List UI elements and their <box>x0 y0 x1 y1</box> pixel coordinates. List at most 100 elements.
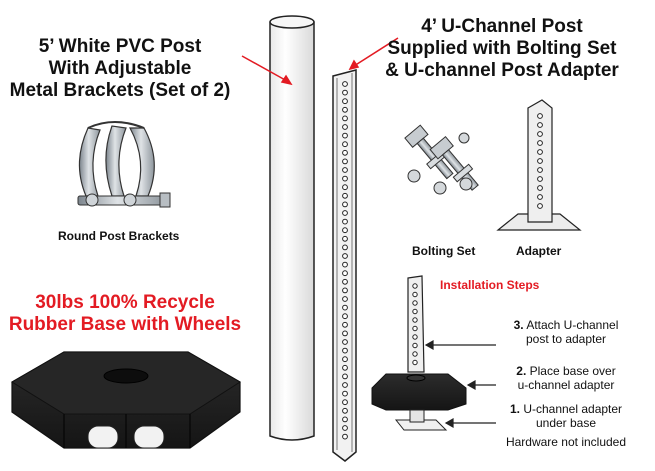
adapter-hole <box>537 185 543 191</box>
rubber-base-title-line2: Rubber Base with Wheels <box>8 314 242 335</box>
u-channel-post-hole <box>342 296 348 302</box>
adapter-hole <box>537 203 543 209</box>
u-channel-post-hole <box>342 330 348 337</box>
u-channel-post-hole <box>342 347 348 354</box>
u-channel-title-line3: & U-channel Post Adapter <box>385 60 619 81</box>
u-channel-post-hole <box>342 81 348 87</box>
adapter-hole <box>537 176 543 182</box>
step-3: 3. Attach U-channel post to adapter <box>496 318 636 346</box>
u-channel-post-hole <box>342 210 348 216</box>
rubber-base-title-line1: 30lbs 100% Recycle <box>35 292 215 313</box>
install-post <box>407 275 425 373</box>
u-channel-title-line1: 4’ U-Channel Post <box>421 16 583 37</box>
u-channel-post-hole <box>342 356 348 363</box>
pvc-post-title-line2: With Adjustable <box>48 58 192 79</box>
u-channel-post-hole <box>342 115 348 122</box>
u-channel-post-hole <box>342 373 348 380</box>
u-channel-post-hole <box>342 106 348 113</box>
adapter-hole <box>537 167 543 173</box>
u-channel-post-hole <box>342 132 348 139</box>
bolting-set-caption: Bolting Set <box>412 244 476 258</box>
round-post-brackets-caption: Round Post Brackets <box>58 229 180 243</box>
u-channel-post-hole <box>342 98 348 105</box>
adapter-hole <box>537 158 543 164</box>
adapter-hole <box>537 194 543 200</box>
adapter-hole <box>537 131 543 137</box>
u-channel-post-hole <box>342 399 348 406</box>
adapter-caption: Adapter <box>516 244 562 258</box>
bolting-set <box>404 124 479 195</box>
u-channel-post-hole <box>342 244 348 251</box>
pvc-post <box>269 15 315 441</box>
u-channel-post-hole <box>342 390 348 397</box>
u-channel-post-hole <box>342 278 348 285</box>
u-channel-post-hole <box>342 425 348 431</box>
u-channel-post-hole <box>342 321 348 328</box>
u-channel-post-hole <box>342 218 348 225</box>
u-channel-post-hole <box>342 149 348 156</box>
u-channel-post-hole <box>342 382 348 388</box>
step-1-line1: U-channel adapter <box>523 402 623 416</box>
step-1-line2: under base <box>535 416 597 430</box>
u-channel-post-hole <box>342 89 348 96</box>
adapter <box>496 99 582 231</box>
u-channel-post-hole <box>342 235 348 242</box>
step-1: 1. U-channel adapter under base <box>496 402 636 430</box>
install-post-hole <box>412 291 418 298</box>
step-3-line1: Attach U-channel <box>526 318 619 332</box>
pvc-post-title: 5’ White PVC Post With Adjustable Metal … <box>2 36 238 102</box>
u-channel-post-hole <box>342 227 348 234</box>
u-channel-post-hole <box>342 158 348 165</box>
adapter-hole <box>537 122 543 128</box>
install-post-hole <box>412 300 418 306</box>
install-post-hole <box>412 308 418 315</box>
u-channel-post-hole <box>342 416 348 423</box>
install-post-hole <box>412 317 418 323</box>
u-channel-post-hole <box>342 287 348 294</box>
install-post-hole <box>412 351 418 357</box>
u-channel-post-hole <box>342 270 348 277</box>
adapter-hole <box>537 149 543 155</box>
step-arrows <box>424 339 496 429</box>
u-channel-post-hole <box>342 407 348 414</box>
u-channel-title: 4’ U-Channel Post Supplied with Bolting … <box>372 16 632 82</box>
adapter-hole <box>537 140 543 146</box>
installation-steps-title: Installation Steps <box>440 278 540 292</box>
u-channel-post-hole <box>342 175 348 182</box>
adapter-hole <box>537 113 543 119</box>
rubber-base-large <box>11 351 241 449</box>
u-channel-title-line2: Supplied with Bolting Set <box>387 38 617 59</box>
u-channel-post-hole <box>342 192 348 199</box>
u-channel-post-hole <box>342 184 348 191</box>
u-channel-post-hole <box>342 364 348 371</box>
u-channel-post-hole <box>342 313 348 320</box>
step-2-line2: u-channel adapter <box>517 378 615 392</box>
u-channel-post-hole <box>342 201 348 208</box>
red-arrows <box>241 37 399 86</box>
install-post-hole <box>412 283 418 289</box>
step-1-number: 1. <box>509 402 520 416</box>
step-2-number: 2. <box>516 364 527 378</box>
u-channel-post-hole <box>342 304 348 311</box>
step-2: 2. Place base over u-channel adapter <box>496 364 636 392</box>
step-3-number: 3. <box>513 318 524 332</box>
u-channel-post-hole <box>342 253 348 259</box>
hardware-footnote: Hardware not included <box>505 435 627 449</box>
u-channel-post <box>332 69 357 462</box>
install-post-hole <box>412 359 418 366</box>
step-3-line2: post to adapter <box>525 332 607 346</box>
u-channel-post-hole <box>342 339 348 345</box>
pvc-post-title-line3: Metal Brackets (Set of 2) <box>9 80 231 101</box>
install-post-hole <box>412 334 418 340</box>
u-channel-post-hole <box>342 261 348 268</box>
pvc-post-title-line1: 5’ White PVC Post <box>38 36 202 57</box>
u-channel-post-hole <box>342 141 348 148</box>
u-channel-post-hole <box>342 124 348 130</box>
step-2-line1: Place base over <box>529 364 616 378</box>
u-channel-post-hole <box>342 167 348 173</box>
round-post-brackets <box>77 121 171 208</box>
install-post-hole <box>412 325 418 332</box>
install-post-hole <box>412 342 418 349</box>
install-rubber-base <box>371 373 467 431</box>
